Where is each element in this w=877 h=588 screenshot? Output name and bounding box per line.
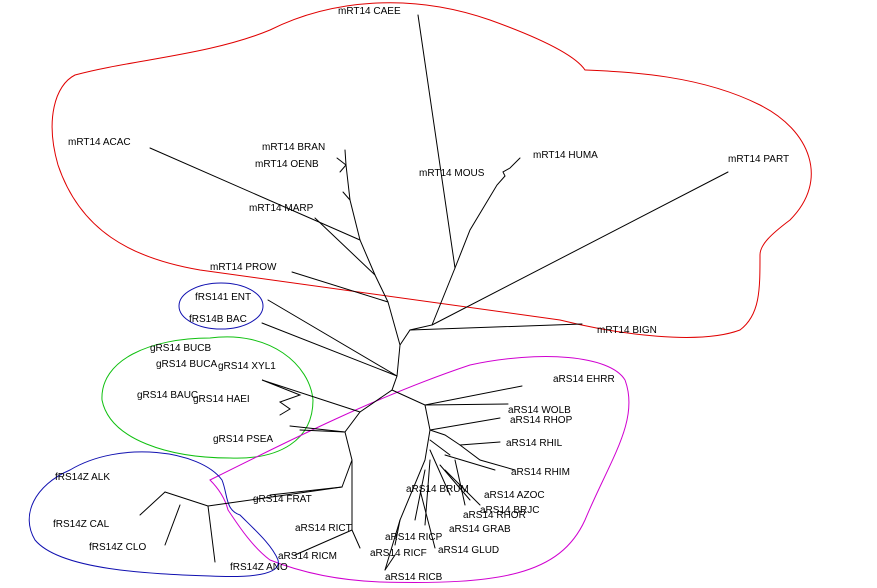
label-ricm: aRS14 RICM bbox=[278, 551, 337, 562]
label-alk: fRS14Z ALK bbox=[55, 472, 110, 483]
label-rict: aRS14 RICT bbox=[295, 523, 352, 534]
label-azoc: aRS14 AZOC bbox=[484, 490, 545, 501]
label-clo: fRS14Z CLO bbox=[89, 542, 146, 553]
label-ricb: aRS14 RICB bbox=[385, 572, 443, 583]
label-rhil: aRS14 RHIL bbox=[506, 438, 563, 449]
label-ano: fRS14Z ANO bbox=[230, 562, 288, 573]
label-marp: mRT14 MARP bbox=[249, 203, 314, 214]
label-mous: mRT14 MOUS bbox=[419, 168, 485, 179]
label-ricf: aRS14 RICF bbox=[370, 548, 427, 559]
label-ehrr: aRS14 EHRR bbox=[553, 374, 615, 385]
label-oenb: mRT14 OENB bbox=[255, 159, 319, 170]
outline-frs14 bbox=[178, 282, 264, 330]
label-rhim: aRS14 RHIM bbox=[511, 467, 570, 478]
label-caee: mRT14 CAEE bbox=[338, 6, 401, 17]
label-rhop: aRS14 RHOP bbox=[510, 415, 573, 426]
label-bran: mRT14 BRAN bbox=[262, 142, 325, 153]
label-glud: aRS14 GLUD bbox=[438, 545, 499, 556]
label-bac: fRS14B BAC bbox=[189, 314, 247, 325]
label-prow: mRT14 PROW bbox=[210, 262, 277, 273]
label-bucb: gRS14 BUCB bbox=[150, 343, 211, 354]
label-cal: fRS14Z CAL bbox=[53, 519, 110, 530]
label-part: mRT14 PART bbox=[728, 154, 789, 165]
outline-ars14 bbox=[209, 356, 630, 583]
label-acac: mRT14 ACAC bbox=[68, 137, 131, 148]
label-grab: aRS14 GRAB bbox=[449, 524, 511, 535]
label-brjc: aRS14 BRJC bbox=[480, 505, 539, 516]
label-brum: aRS14 BRUM bbox=[406, 484, 469, 495]
taxon-labels: mRT14 CAEE mRT14 ACAC mRT14 BRAN mRT14 O… bbox=[53, 6, 789, 583]
outline-frs14z bbox=[28, 451, 279, 578]
label-ent: fRS141 ENT bbox=[195, 292, 251, 303]
label-bign: mRT14 BIGN bbox=[597, 325, 657, 336]
label-psea: gRS14 PSEA bbox=[213, 434, 273, 445]
label-ricp: aRS14 RICP bbox=[385, 532, 443, 543]
label-wolb: aRS14 WOLB bbox=[508, 405, 571, 416]
label-rhor: aRS14 RHOR bbox=[463, 510, 526, 521]
label-bauc: gRS14 BAUC bbox=[137, 390, 198, 401]
label-frat: gRS14 FRAT bbox=[253, 494, 312, 505]
outline-grs14 bbox=[101, 336, 314, 459]
tree-branches bbox=[139, 14, 729, 571]
label-huma: mRT14 HUMA bbox=[533, 150, 598, 161]
label-buca: gRS14 BUCA bbox=[156, 359, 217, 370]
label-xyl1: gRS14 XYL1 bbox=[218, 361, 276, 372]
label-haei: gRS14 HAEI bbox=[193, 394, 250, 405]
outline-mitochondrial bbox=[51, 2, 812, 338]
